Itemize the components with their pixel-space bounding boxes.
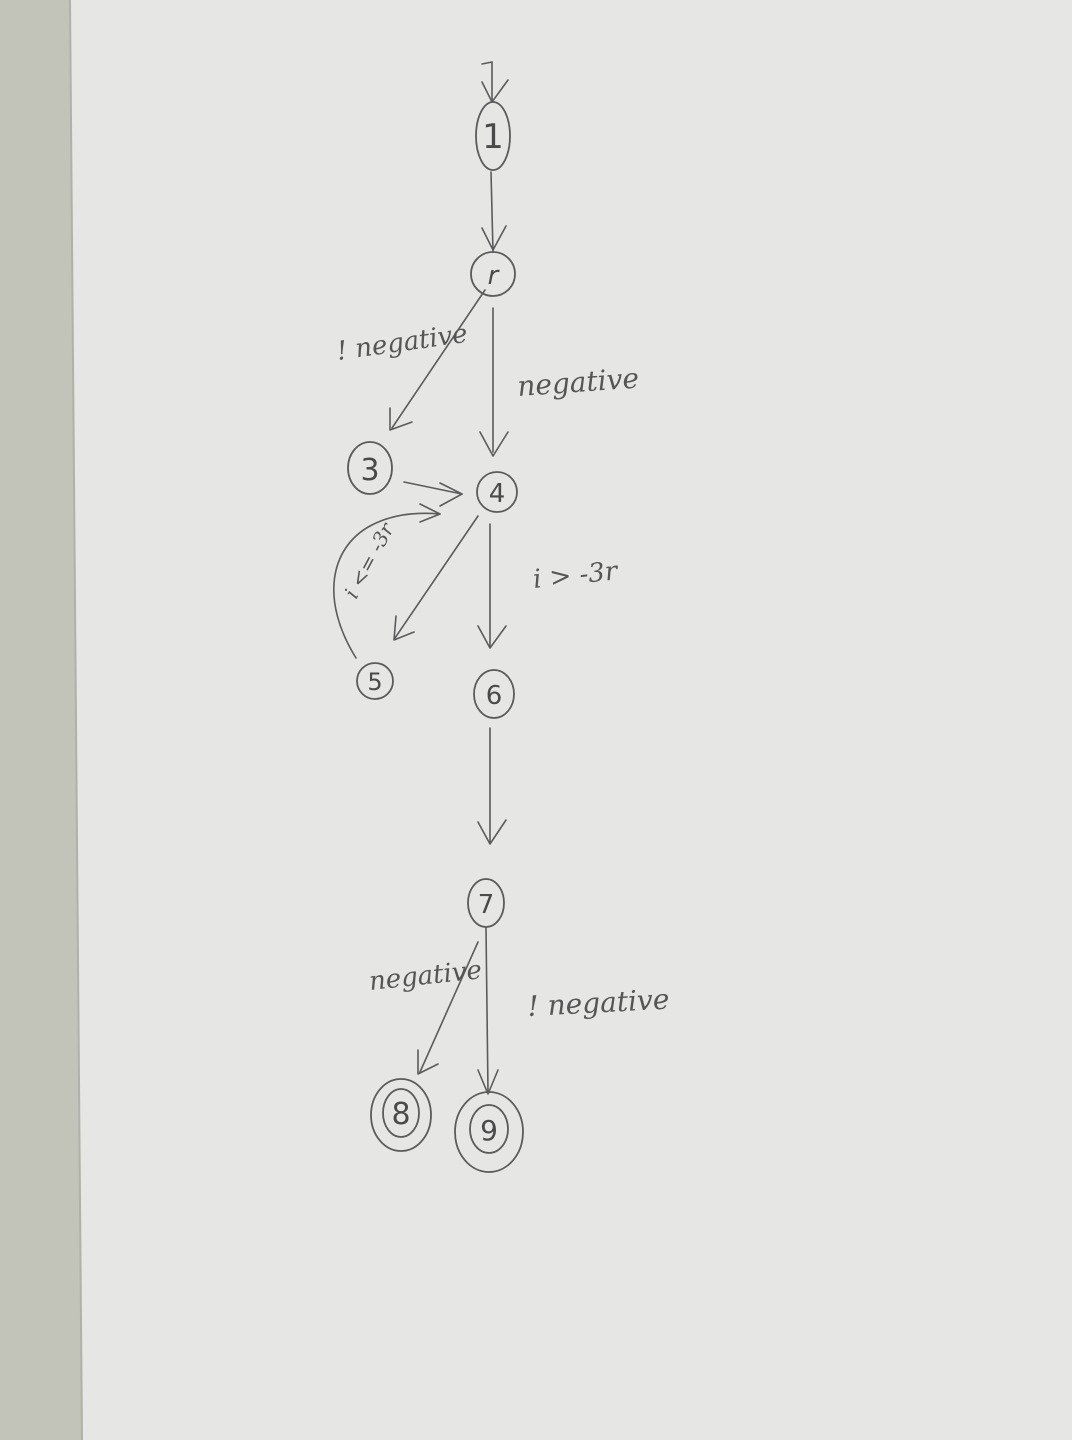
edge-5-to-4 (333, 503, 441, 659)
node-6-label: 6 (486, 681, 503, 711)
node-3-label: 3 (360, 453, 379, 488)
node-4: 4 (476, 471, 518, 513)
edge-3-to-4 (403, 481, 463, 507)
node-9-label: 9 (480, 1114, 498, 1147)
paper-edge (69, 0, 83, 1440)
edge-r-to-4 (479, 307, 509, 457)
node-5-label: 5 (367, 668, 382, 696)
node-r-label: r (488, 261, 501, 291)
node-1: 1 (475, 101, 511, 171)
edge-1-to-r (481, 171, 507, 253)
node-5: 5 (356, 662, 394, 700)
node-6: 6 (473, 669, 515, 719)
edge-4-to-6 (477, 523, 507, 649)
node-4-label: 4 (489, 479, 506, 509)
edge-4-to-5 (393, 515, 479, 641)
paper-sheet (70, 0, 1072, 1440)
node-7: 7 (467, 878, 505, 928)
node-8: 8 (370, 1078, 432, 1152)
label-7-to-9: ! negative (527, 983, 671, 1023)
edge-7-to-8 (417, 941, 479, 1075)
edge-7-to-9 (477, 927, 499, 1095)
edge-r-to-3 (389, 289, 486, 431)
node-9: 9 (454, 1091, 524, 1173)
node-r: r (470, 251, 516, 297)
node-8-label: 8 (391, 1097, 410, 1132)
edge-6-to-7 (477, 727, 507, 845)
node-3: 3 (347, 441, 393, 495)
node-1-label: 1 (482, 117, 504, 157)
node-7-label: 7 (478, 890, 495, 920)
